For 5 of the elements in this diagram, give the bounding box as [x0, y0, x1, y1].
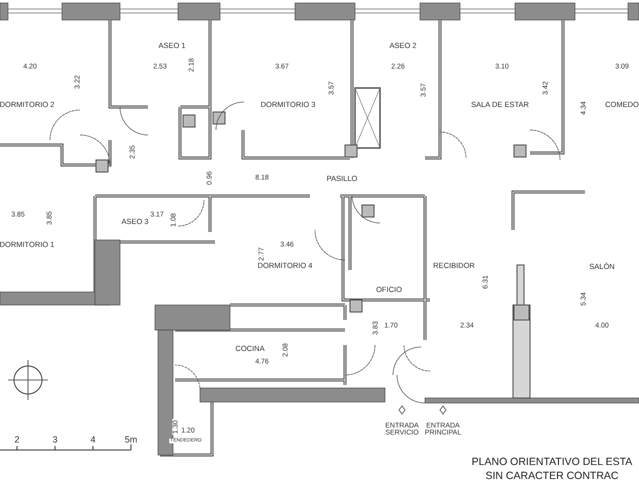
plan-title: PLANO ORIENTATIVO DEL ESTA SIN CARACTER CONTRAC [470, 455, 634, 480]
scale-label: 4 [90, 435, 96, 445]
scale-label: 2 [14, 435, 20, 445]
scale-label: 3 [52, 435, 58, 445]
scale-label: 5m [124, 435, 138, 445]
